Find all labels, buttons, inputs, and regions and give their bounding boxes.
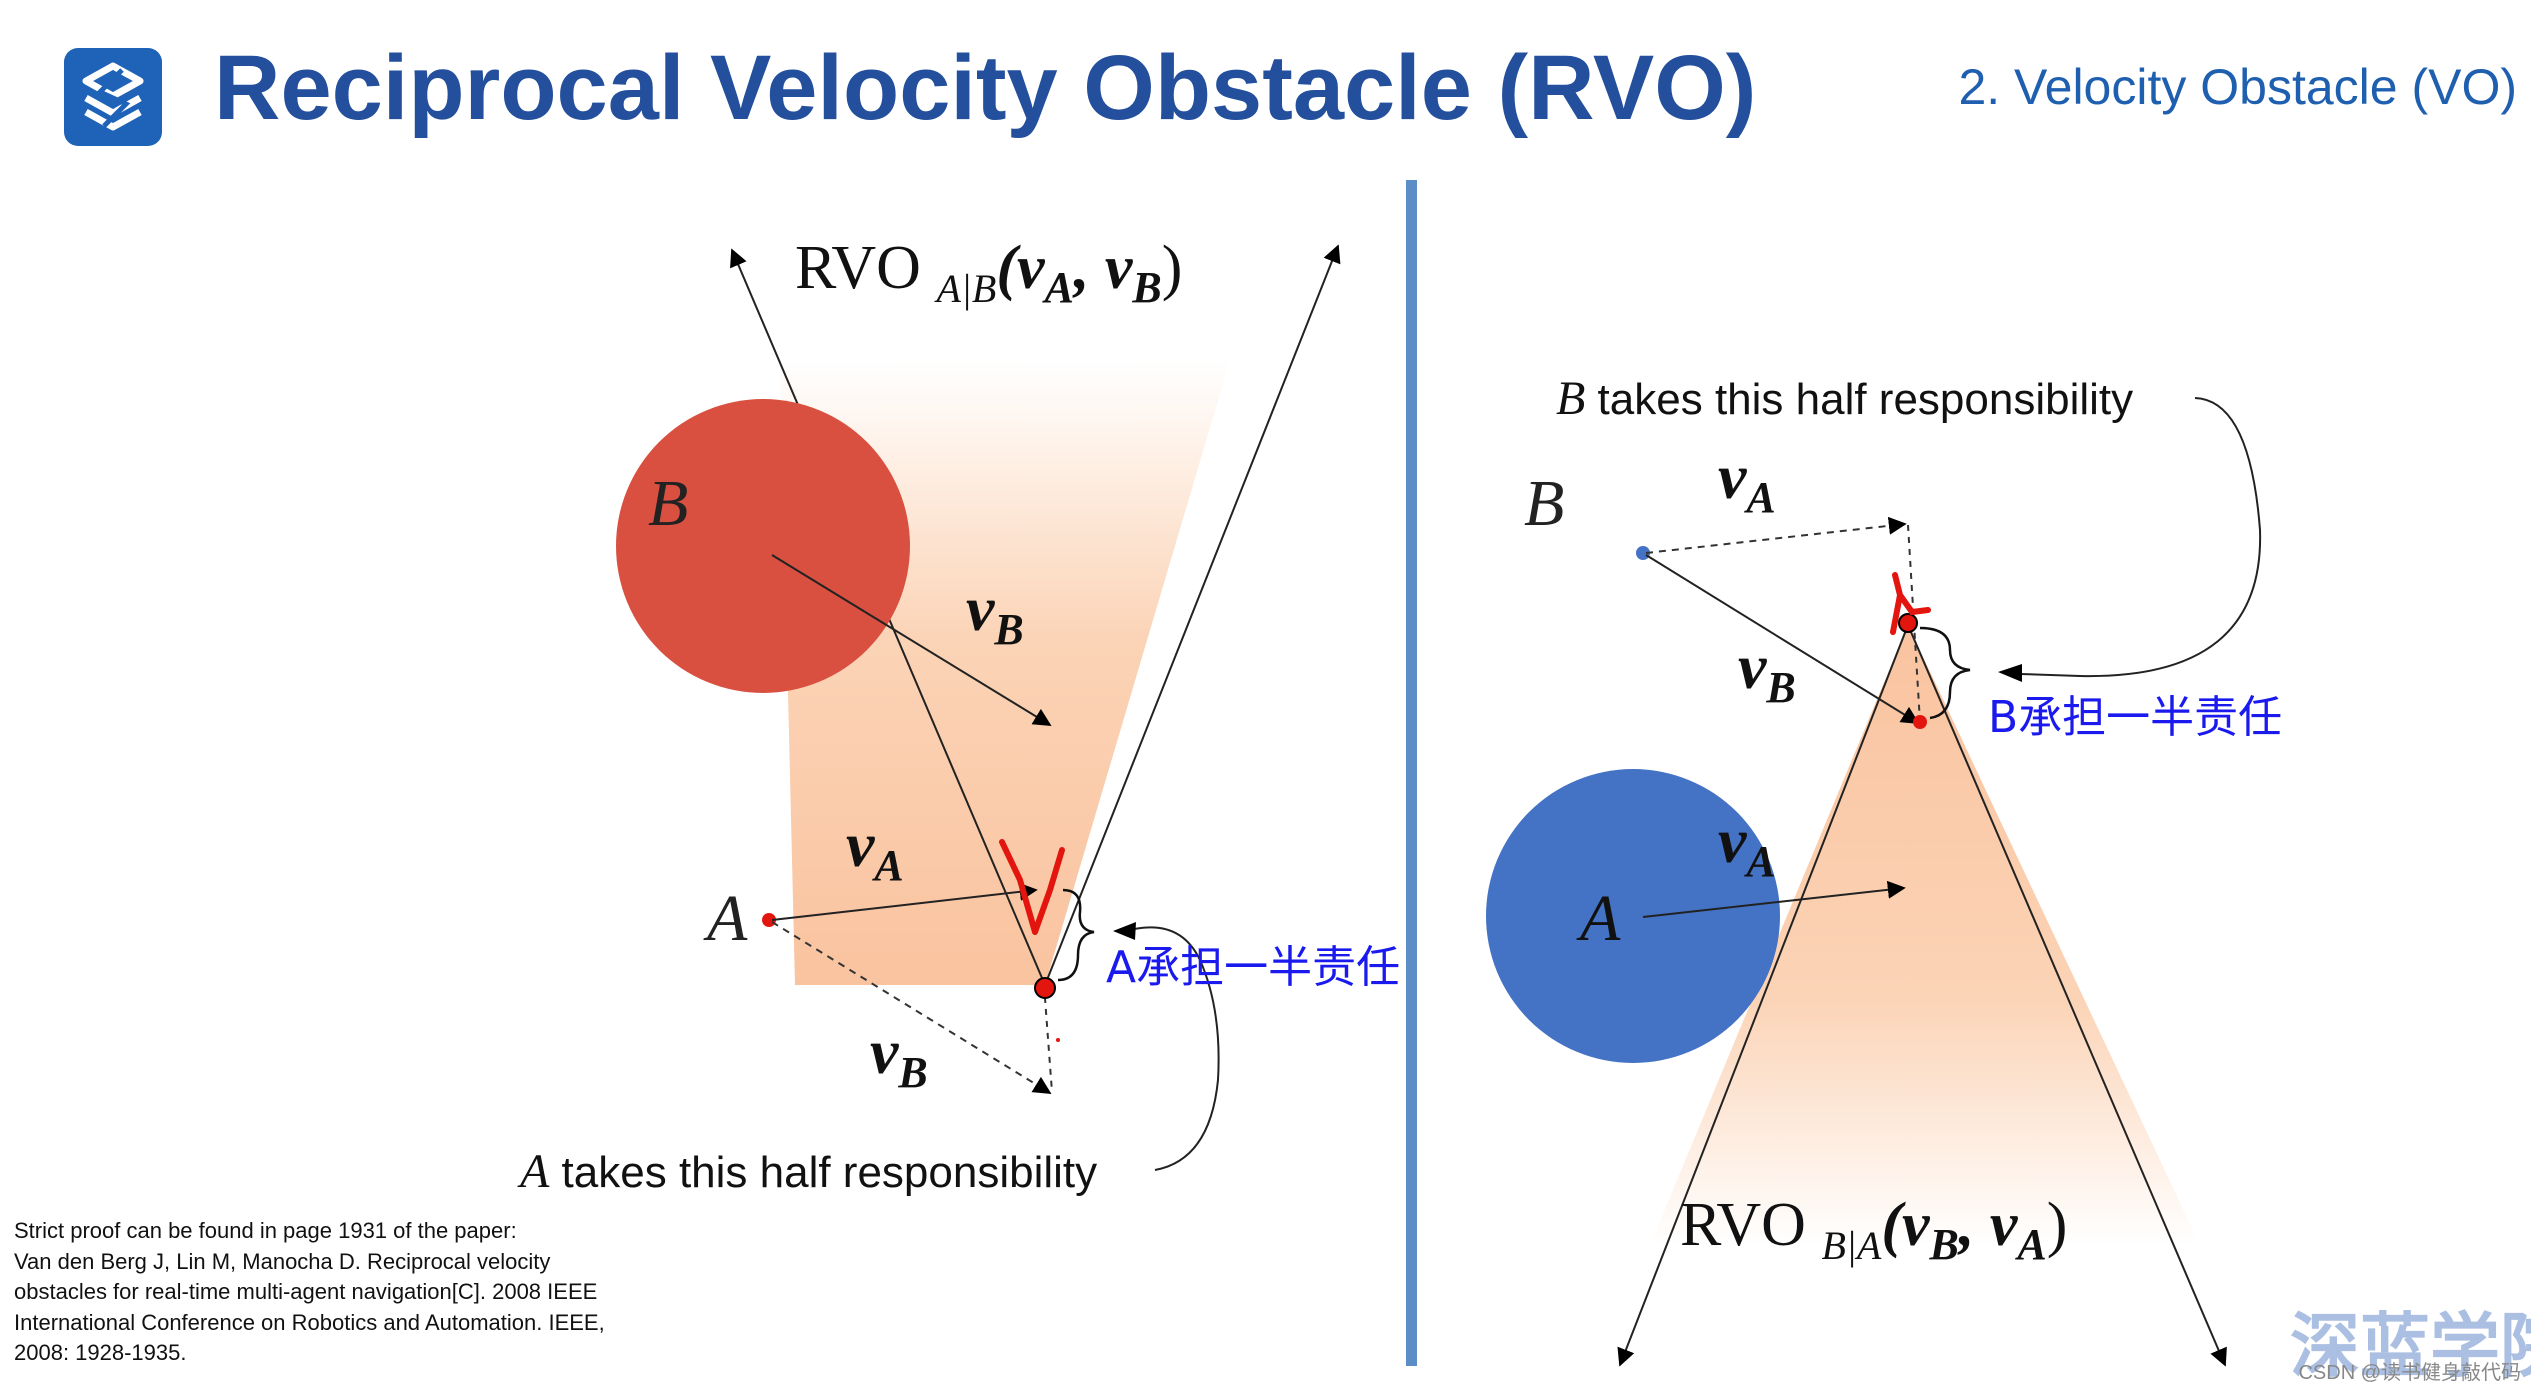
rvo-ab-label: RVO A|B(vA, vB) [795,234,1182,312]
responsibility-text-left: A takes this half responsibility [517,1145,1097,1198]
va-label: vA [846,809,904,890]
agent-b-label: B [1524,467,1564,540]
agent-a-point [762,913,776,927]
csdn-watermark: CSDN @读书健身敲代码 [2298,1362,2521,1384]
vb-lower-label: vB [870,1016,928,1097]
rvo-ba-label: RVO B|A(vB, vA) [1680,1191,2067,1269]
red-dot [1913,715,1927,729]
responsibility-pointer-curve [1129,926,1220,1171]
rvo-ab-apex [1034,977,1056,999]
va-arrow-right [1642,880,1906,918]
responsibility-pointer-arrowhead [1113,922,1136,940]
footnote-line: obstacles for real-time multi-agent navi… [14,1279,598,1304]
responsibility-text-right: B takes this half responsibility [1556,372,2133,425]
responsibility-pointer-arrowhead-right [1998,664,2022,682]
footnote-line: International Conference on Robotics and… [14,1309,605,1335]
vb-label-right: vB [1738,631,1796,712]
stacked-s-logo-icon [82,62,144,131]
panel-divider [1406,180,1417,1366]
right-panel [1486,397,2262,1367]
page-title: Reciprocal Velocity Obstacle (RVO) [214,37,1757,139]
brand-watermark: 深蓝学院 [2290,1307,2531,1385]
obstacle-b-circle [616,399,910,693]
rvo-ba-left-boundary [1617,624,1909,1367]
handwritten-check-mark-right [1890,572,1931,635]
logo-icon [64,48,162,146]
rvo-ba-right-boundary [1907,624,2227,1367]
annotation-cn-left: A承担一半责任 [1106,942,1400,993]
responsibility-brace-right [1919,626,1971,720]
agent-a-label: A [703,882,748,955]
va-label-right: vA [1718,805,1776,886]
citation-footnote: Strict proof can be found in page 1931 o… [14,1216,674,1369]
annotation-cn-right: B承担一半责任 [1988,692,2282,743]
rvo-ba-cone [1650,625,2200,1245]
vb-arrow [771,554,1052,726]
left-panel [616,244,1341,1171]
footnote-line: 2008: 1928-1935. [14,1340,187,1365]
va-dashed-arrow [1645,516,1907,554]
responsibility-brace [1057,888,1095,982]
obstacle-b-label: B [648,467,688,540]
vb-arrow-right [1645,554,1920,724]
vb-label: vB [966,573,1024,654]
va-arrow [771,882,1038,921]
section-subtitle: 2. Velocity Obstacle (VO) [1958,59,2517,115]
apex-dashed-line [1043,984,1053,1093]
rvo-ab-right-boundary [1044,244,1341,986]
footnote-line: Strict proof can be found in page 1931 o… [14,1218,517,1243]
vb-dashed-arrow [771,921,1052,1094]
responsibility-pointer-curve-right [2019,397,2262,678]
va-upper-label: vA [1718,441,1776,522]
handwritten-check-mark [999,839,1065,935]
obstacle-a-circle [1486,769,1780,1063]
agent-b-point [1636,546,1650,560]
footnote-line: Van den Berg J, Lin M, Manocha D. Recipr… [14,1248,551,1274]
obstacle-a-label: A [1576,882,1621,955]
rvo-ba-apex [1898,613,1918,633]
handwritten-dot [1056,1038,1060,1042]
